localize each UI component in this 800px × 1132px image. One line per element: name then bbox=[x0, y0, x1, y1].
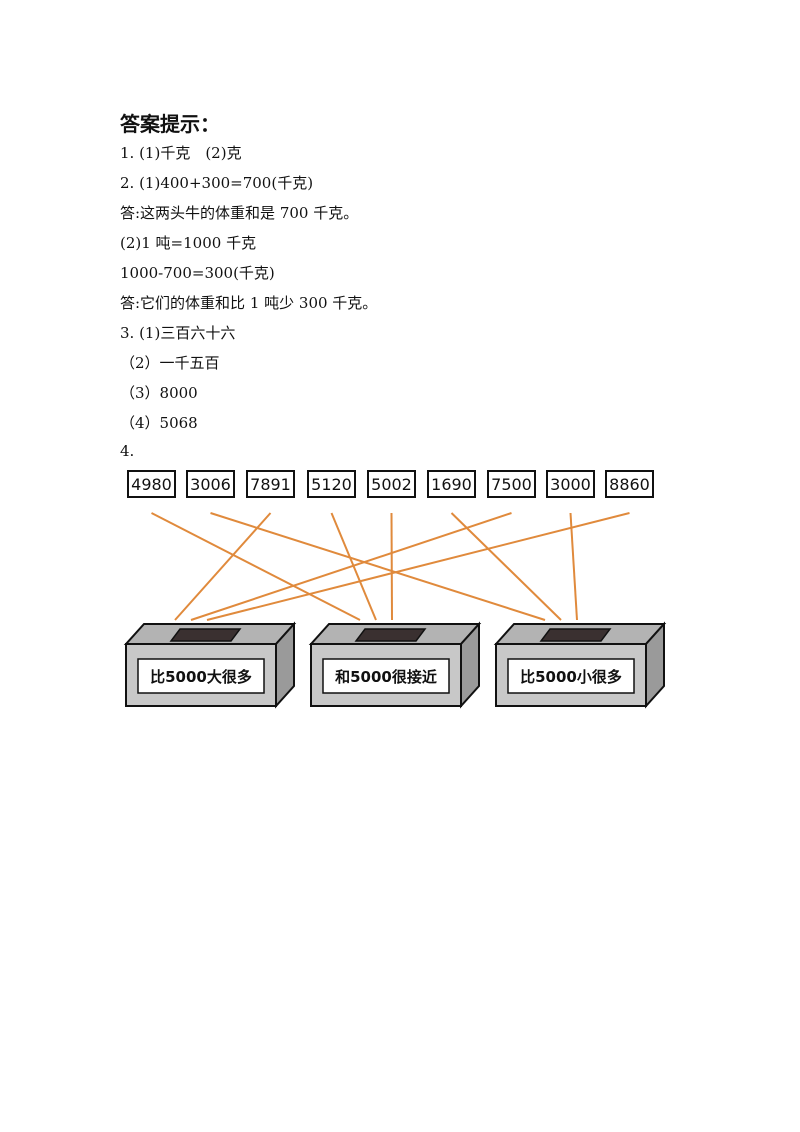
number-card-label: 4980 bbox=[131, 475, 172, 494]
box-label: 和5000很接近 bbox=[335, 668, 437, 686]
box-slot bbox=[354, 628, 427, 642]
match-line bbox=[174, 512, 272, 621]
number-card-label: 1690 bbox=[431, 475, 472, 494]
number-card-label: 3006 bbox=[190, 475, 231, 494]
box-label-plate bbox=[322, 658, 450, 694]
answer-line-6: 答:它们的体重和比 1 吨少 300 千克。 bbox=[120, 294, 378, 312]
answer-line-2: 2. (1)400+300=700(千克) bbox=[120, 174, 314, 192]
number-card bbox=[605, 470, 654, 498]
box-slot bbox=[539, 628, 612, 642]
answer-line-8: （2）一千五百 bbox=[120, 354, 220, 372]
box-label-plate bbox=[137, 658, 265, 694]
box-slot bbox=[169, 628, 242, 642]
answer-line-3: 答:这两头牛的体重和是 700 千克。 bbox=[120, 204, 359, 222]
number-card-label: 8860 bbox=[609, 475, 650, 494]
answer-line-11: 4. bbox=[120, 442, 135, 460]
match-line bbox=[210, 512, 546, 621]
number-card bbox=[487, 470, 536, 498]
number-card bbox=[127, 470, 176, 498]
number-card bbox=[427, 470, 476, 498]
number-card bbox=[186, 470, 235, 498]
answer-line-7: 3. (1)三百六十六 bbox=[120, 324, 236, 342]
box-label-plate bbox=[507, 658, 635, 694]
number-card bbox=[246, 470, 295, 498]
number-card-label: 7500 bbox=[491, 475, 532, 494]
page-title: 答案提示： bbox=[120, 112, 220, 136]
number-card bbox=[367, 470, 416, 498]
match-line bbox=[569, 512, 578, 621]
answer-line-4: (2)1 吨=1000 千克 bbox=[120, 234, 257, 252]
match-line bbox=[190, 512, 512, 621]
box-label: 比5000大很多 bbox=[150, 668, 252, 686]
box-label: 比5000小很多 bbox=[520, 668, 622, 686]
answer-line-10: （4）5068 bbox=[120, 414, 198, 432]
match-line bbox=[151, 512, 361, 621]
match-line bbox=[390, 512, 393, 621]
number-card-label: 7891 bbox=[250, 475, 291, 494]
number-card-label: 5120 bbox=[311, 475, 352, 494]
match-line bbox=[206, 512, 630, 621]
match-line bbox=[450, 512, 562, 621]
number-card bbox=[546, 470, 595, 498]
number-card bbox=[307, 470, 356, 498]
answer-line-9: （3）8000 bbox=[120, 384, 198, 402]
number-card-label: 5002 bbox=[371, 475, 412, 494]
answer-line-5: 1000-700=300(千克) bbox=[120, 264, 275, 282]
number-card-label: 3000 bbox=[550, 475, 591, 494]
answer-line-1: 1. (1)千克 (2)克 bbox=[120, 144, 242, 162]
